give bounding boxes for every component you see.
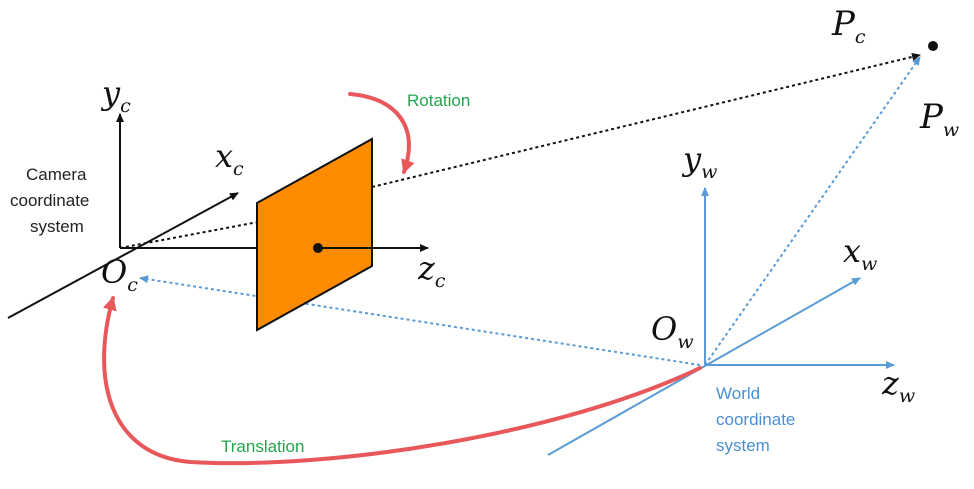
translation-arrow [102, 296, 702, 466]
camera-ray-to-pc [371, 52, 921, 188]
rotation-label: Rotation [407, 91, 470, 110]
rotation-arrow [348, 92, 415, 174]
label-ow: Ow [651, 310, 694, 353]
label-xw: xw [843, 232, 877, 275]
label-zw: zw [881, 364, 915, 407]
label-yw: yw [681, 140, 717, 183]
world-ray-to-pw [704, 56, 921, 366]
label-xc: xc [215, 137, 244, 180]
camera-caption: Camera coordinate system [10, 165, 94, 236]
world-caption: World coordinate system [716, 384, 800, 455]
image-plane [256, 137, 373, 332]
label-oc: Oc [101, 253, 138, 296]
label-zc: zc [417, 249, 446, 292]
camera-axes [7, 113, 258, 319]
origin-translation-dashed-line [139, 275, 701, 366]
camera-ray-behind-plane [119, 221, 259, 249]
translation-label: Translation [221, 437, 304, 456]
point-p [928, 41, 938, 51]
world-x-axis-line [547, 277, 861, 456]
camera-x-axis-line [7, 192, 239, 319]
label-yc: yc [100, 74, 131, 117]
label-pc: Pc [831, 4, 866, 48]
label-pw: Pw [919, 97, 959, 141]
world-axes [547, 187, 895, 456]
